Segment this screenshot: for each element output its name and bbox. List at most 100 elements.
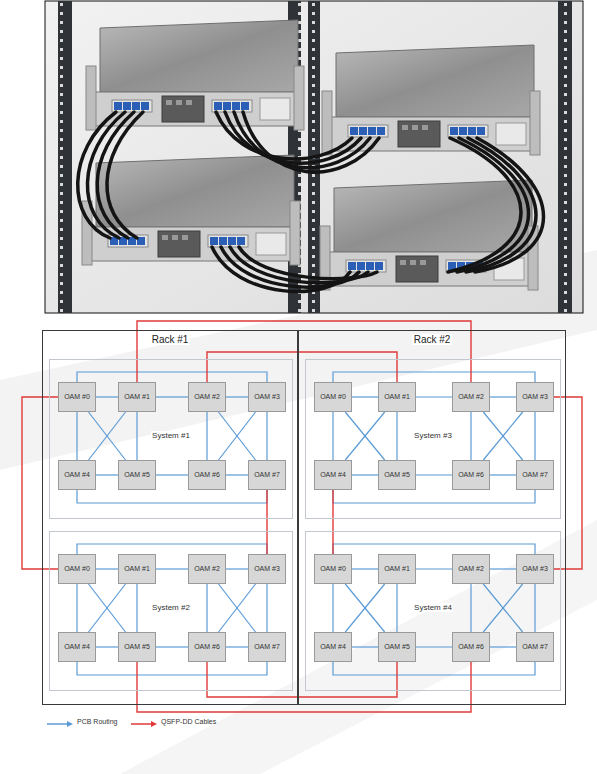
oam-module-box: OAM #3 — [516, 382, 554, 412]
module-label: OAM #7 — [522, 643, 548, 651]
module-label: OAM #5 — [124, 471, 150, 479]
oam-module-box: OAM #3 — [516, 554, 554, 584]
pcb-routing-line — [490, 396, 516, 397]
legend-text: PCB Routing — [77, 718, 117, 725]
oam-module-box: OAM #2 — [452, 382, 490, 412]
oam-module-box: OAM #7 — [516, 460, 554, 490]
module-label: OAM #4 — [320, 643, 346, 651]
pcb-routing-line — [483, 412, 522, 460]
pcb-routing-line — [416, 396, 452, 397]
oam-module-box: OAM #7 — [516, 632, 554, 662]
legend-text: QSFP-DD Cables — [161, 718, 216, 725]
pcb-routing-line — [77, 544, 267, 554]
pcb-routing-line — [396, 412, 397, 460]
qsfp-cable-line — [207, 352, 397, 382]
pcb-routing-line — [396, 584, 397, 632]
pcb-routing-line — [483, 412, 522, 460]
pcb-routing-line — [219, 584, 256, 632]
module-label: OAM #2 — [194, 565, 220, 573]
oam-module-box: OAM #5 — [118, 460, 156, 490]
pcb-routing-line — [96, 568, 118, 569]
module-label: OAM #1 — [124, 565, 150, 573]
pcb-routing-line — [89, 584, 126, 632]
pcb-routing-line — [76, 412, 77, 460]
qsfp-cable-line — [554, 397, 582, 569]
module-label: OAM #1 — [384, 393, 410, 401]
server-chassis — [86, 20, 304, 130]
server-photo — [45, 1, 583, 313]
module-label: OAM #2 — [458, 565, 484, 573]
system-title-row: System #2 — [50, 603, 292, 612]
pcb-routing-line — [206, 412, 207, 460]
system-title-row: System #4 — [306, 603, 560, 612]
module-label: OAM #6 — [194, 471, 220, 479]
oam-module-box: OAM #7 — [248, 460, 286, 490]
oam-module-box: OAM #0 — [314, 382, 352, 412]
pcb-routing-line — [96, 396, 118, 397]
pcb-routing-line — [490, 474, 516, 475]
module-label: OAM #0 — [320, 565, 346, 573]
module-label: OAM #7 — [254, 471, 280, 479]
pcb-routing-line — [333, 662, 535, 675]
oam-module-box: OAM #4 — [314, 632, 352, 662]
pcb-routing-line — [219, 584, 256, 632]
oam-module-box: OAM #7 — [248, 632, 286, 662]
pcb-routing-line — [219, 412, 256, 460]
pcb-routing-line — [483, 584, 522, 632]
pcb-routing-line — [352, 474, 378, 475]
pcb-routing-line — [416, 646, 452, 647]
system-title: System #1 — [151, 431, 191, 440]
oam-module-box: OAM #6 — [452, 460, 490, 490]
background-swoosh — [0, 250, 597, 774]
module-label: OAM #3 — [522, 565, 548, 573]
pcb-routing-line — [89, 584, 126, 632]
system-frame: System #1OAM #0OAM #1OAM #2OAM #3OAM #4O… — [49, 359, 293, 519]
module-label: OAM #0 — [320, 393, 346, 401]
module-label: OAM #2 — [458, 393, 484, 401]
pcb-routing-line — [470, 584, 471, 632]
pcb-routing-line — [206, 584, 207, 632]
oam-module-box: OAM #1 — [378, 382, 416, 412]
pcb-routing-line — [266, 584, 267, 632]
pcb-routing-line — [77, 490, 267, 503]
system-title-row: System #1 — [50, 431, 292, 440]
oam-module-box: OAM #3 — [248, 382, 286, 412]
system-title: System #2 — [151, 603, 191, 612]
pcb-routing-line — [345, 412, 384, 460]
server-chassis — [82, 155, 300, 265]
qsfp-cable-line — [22, 397, 58, 569]
server-chassis — [322, 45, 540, 155]
oam-module-box: OAM #4 — [58, 632, 96, 662]
oam-module-box: OAM #1 — [118, 382, 156, 412]
pcb-routing-line — [490, 646, 516, 647]
system-frame: System #2 OAM #0 OAM #1 OAM #2 OAM #3 OAM #4 O… — [49, 531, 293, 691]
module-label: OAM #6 — [194, 643, 220, 651]
pcb-routing-line — [77, 372, 267, 382]
system-frame: System #3OAM #0OAM #1OAM #2OAM #3OAM #4O… — [305, 359, 561, 519]
pcb-routing-line — [416, 474, 452, 475]
oam-module-box: OAM #2 — [188, 554, 226, 584]
qsfp-cable-line — [332, 490, 333, 554]
module-label: OAM #2 — [194, 393, 220, 401]
pcb-routing-line — [136, 412, 137, 460]
system-title-row: System #3 — [306, 431, 560, 440]
pcb-routing-line — [156, 396, 188, 397]
legend-line-red — [130, 720, 158, 728]
pcb-routing-line — [352, 396, 378, 397]
oam-module-box: OAM #0 — [58, 554, 96, 584]
pcb-routing-line — [534, 412, 535, 460]
pcb-routing-line — [332, 584, 333, 632]
pcb-routing-line — [352, 646, 378, 647]
oam-module-box: OAM #5 — [378, 632, 416, 662]
pcb-routing-line — [333, 372, 535, 382]
pcb-routing-line — [226, 568, 248, 569]
pcb-routing-line — [96, 474, 118, 475]
cable-bundle — [78, 112, 544, 291]
rack-frame: Rack #1System #1OAM #0OAM #1OAM #2OAM #3… — [42, 330, 298, 705]
module-label: OAM #1 — [124, 393, 150, 401]
connector-group — [22, 321, 582, 712]
module-label: OAM #3 — [254, 565, 280, 573]
rack-frame: Rack #2System #3OAM #0OAM #1OAM #2OAM #3… — [298, 330, 566, 705]
module-label: OAM #5 — [384, 643, 410, 651]
module-label: OAM #4 — [64, 643, 90, 651]
